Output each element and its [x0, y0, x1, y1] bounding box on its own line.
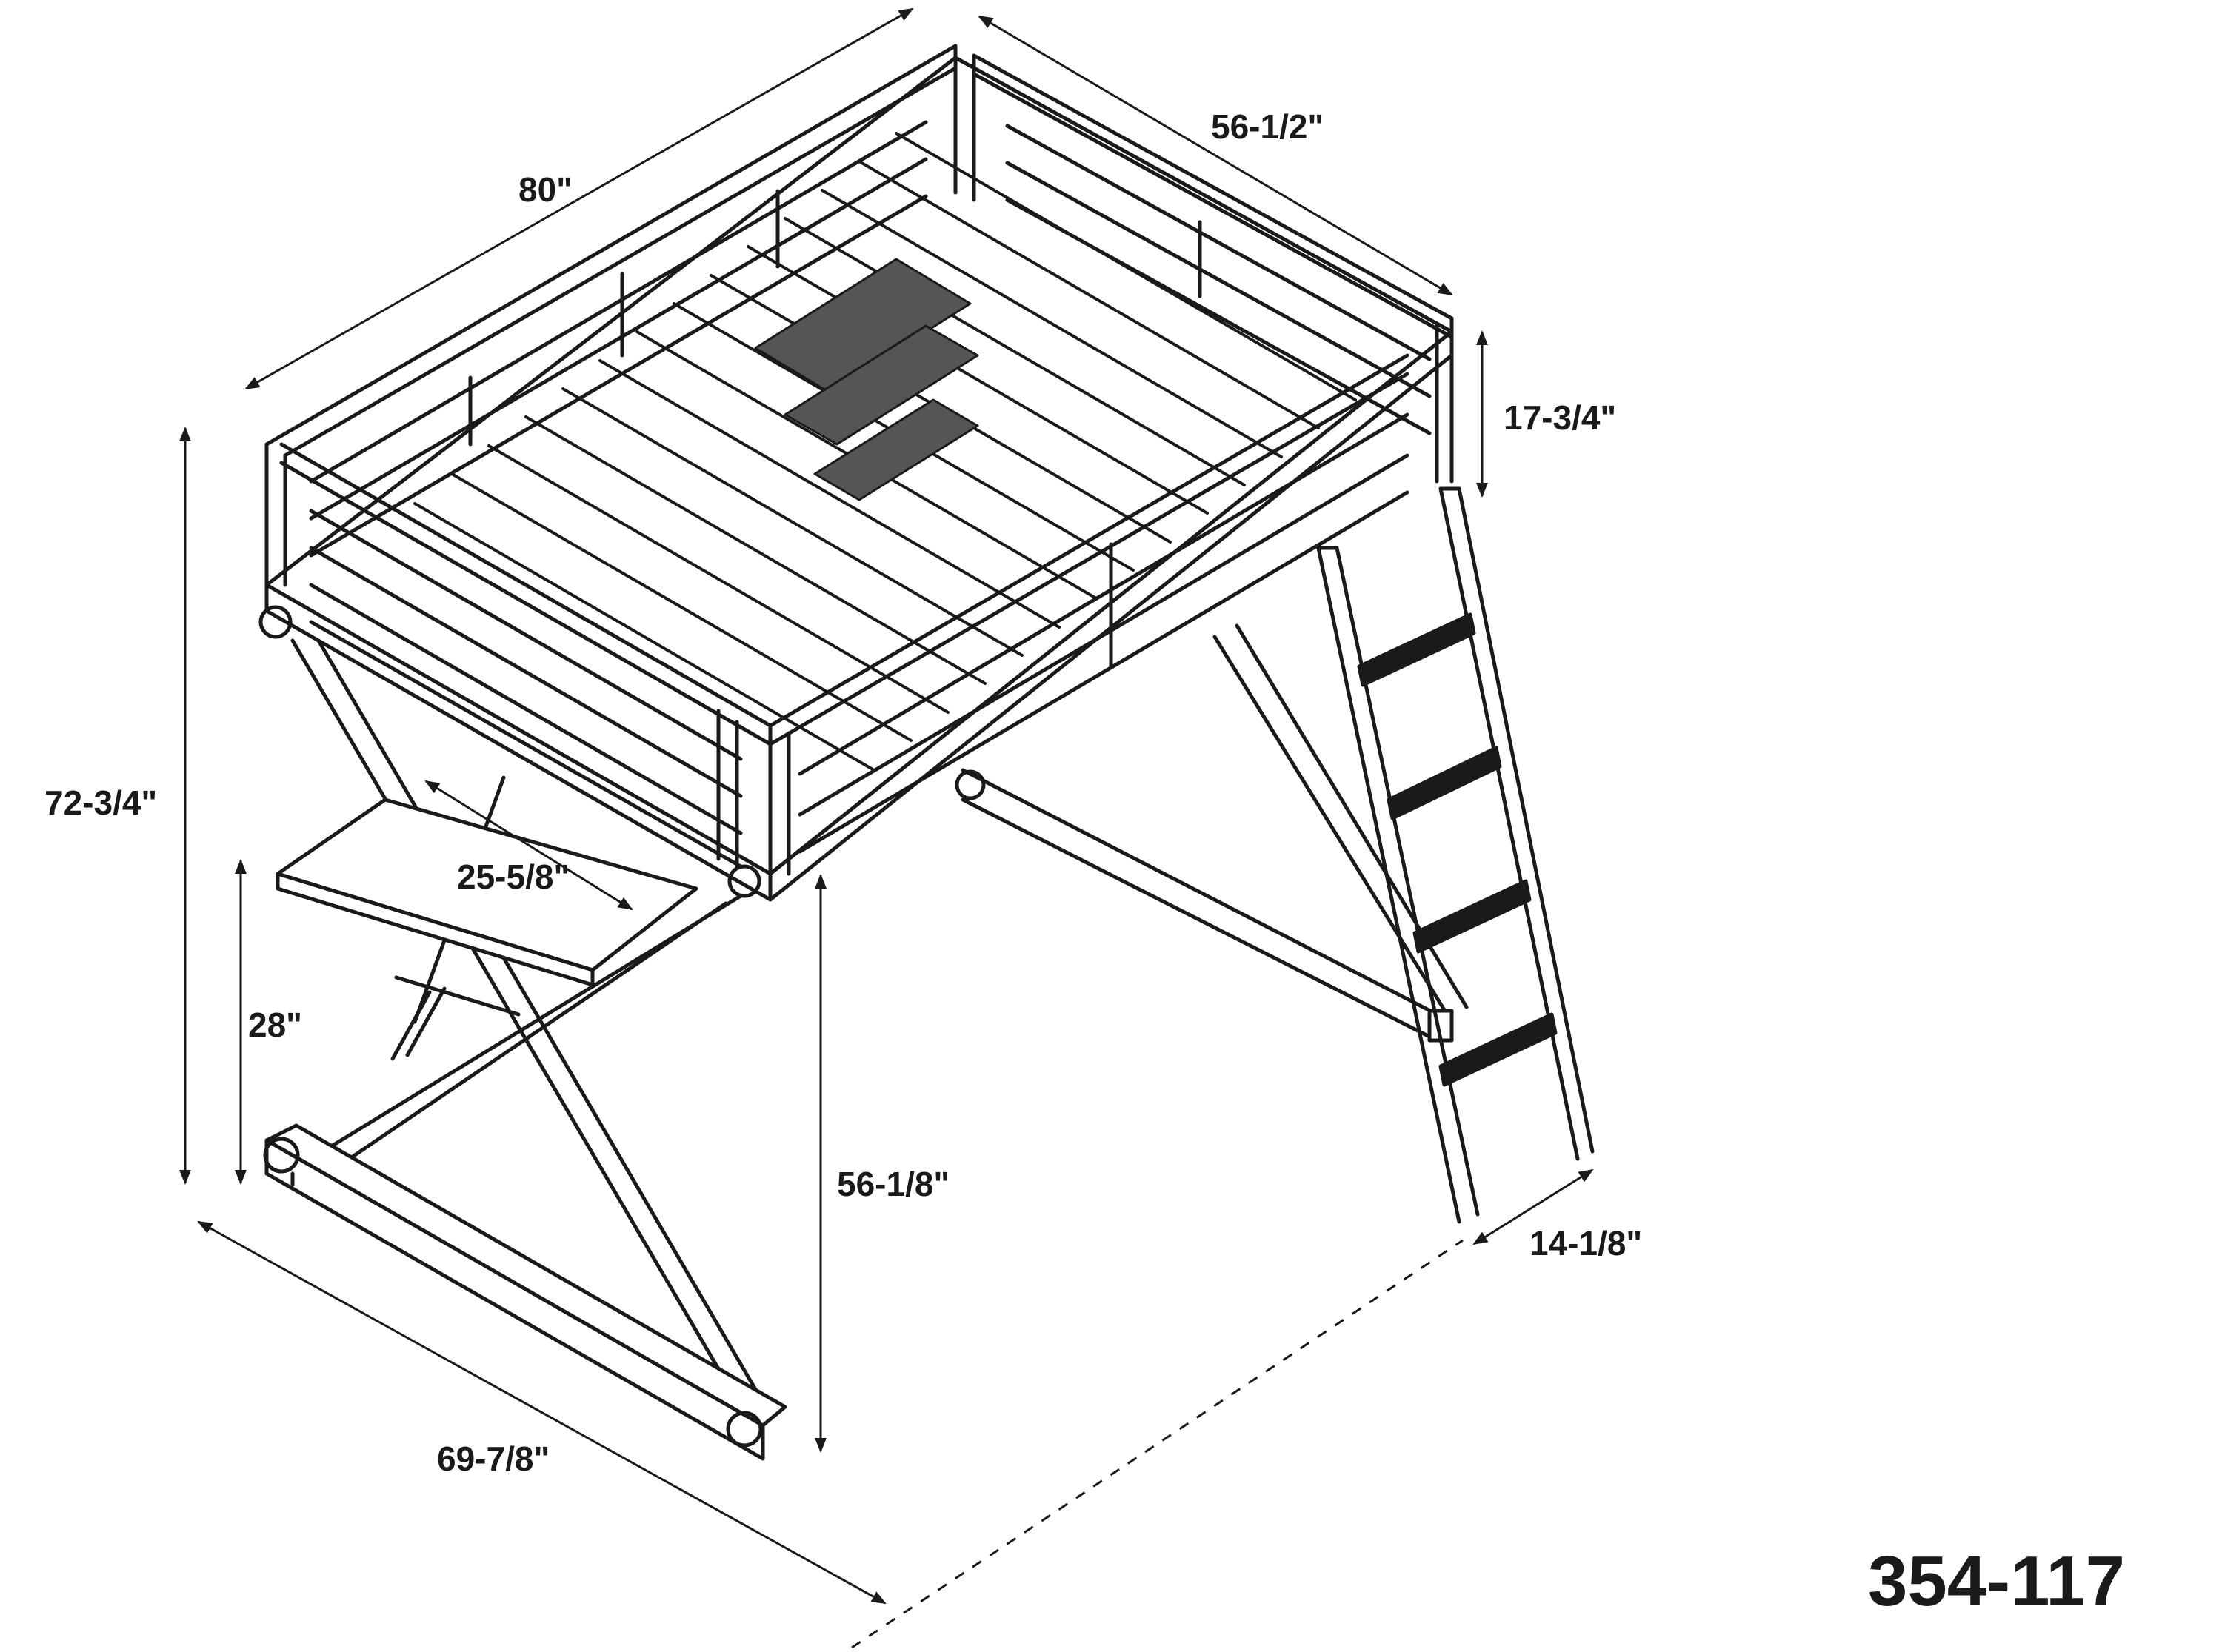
dim-line-length — [244, 7, 914, 390]
ladder — [1316, 486, 1595, 1224]
left-guardrail — [279, 442, 773, 869]
label-guardrail-height: 17-3/4" — [1504, 398, 1616, 437]
base-rail — [263, 1123, 787, 1461]
dimension-labels: 80" 56-1/2" 17-3/4" 72-3/4" 25-5/8" 28" … — [44, 107, 1642, 1478]
label-desk-depth: 25-5/8" — [457, 857, 570, 896]
label-base-length: 69-7/8" — [437, 1439, 550, 1478]
dim-line-width — [978, 15, 1453, 296]
label-overall-width: 56-1/2" — [1211, 107, 1324, 146]
label-desk-height: 28" — [248, 1006, 302, 1044]
dim-line-desk-depth — [424, 780, 633, 911]
model-number: 354-117 — [1868, 1542, 2125, 1621]
dimension-lines — [179, 7, 1594, 1649]
label-overall-length: 80" — [518, 170, 573, 209]
desk-shelf — [276, 797, 698, 1061]
dim-line-ladder — [1472, 1168, 1594, 1245]
label-clearance-under-bed: 56-1/8" — [837, 1165, 950, 1203]
dim-line-floor-projection — [851, 1239, 1464, 1649]
front-guardrail — [768, 353, 1409, 876]
label-overall-height: 72-3/4" — [44, 783, 157, 822]
dim-line-base — [197, 1220, 887, 1605]
label-ladder-width: 14-1/8" — [1529, 1224, 1642, 1263]
bed-frame — [258, 44, 1595, 1461]
